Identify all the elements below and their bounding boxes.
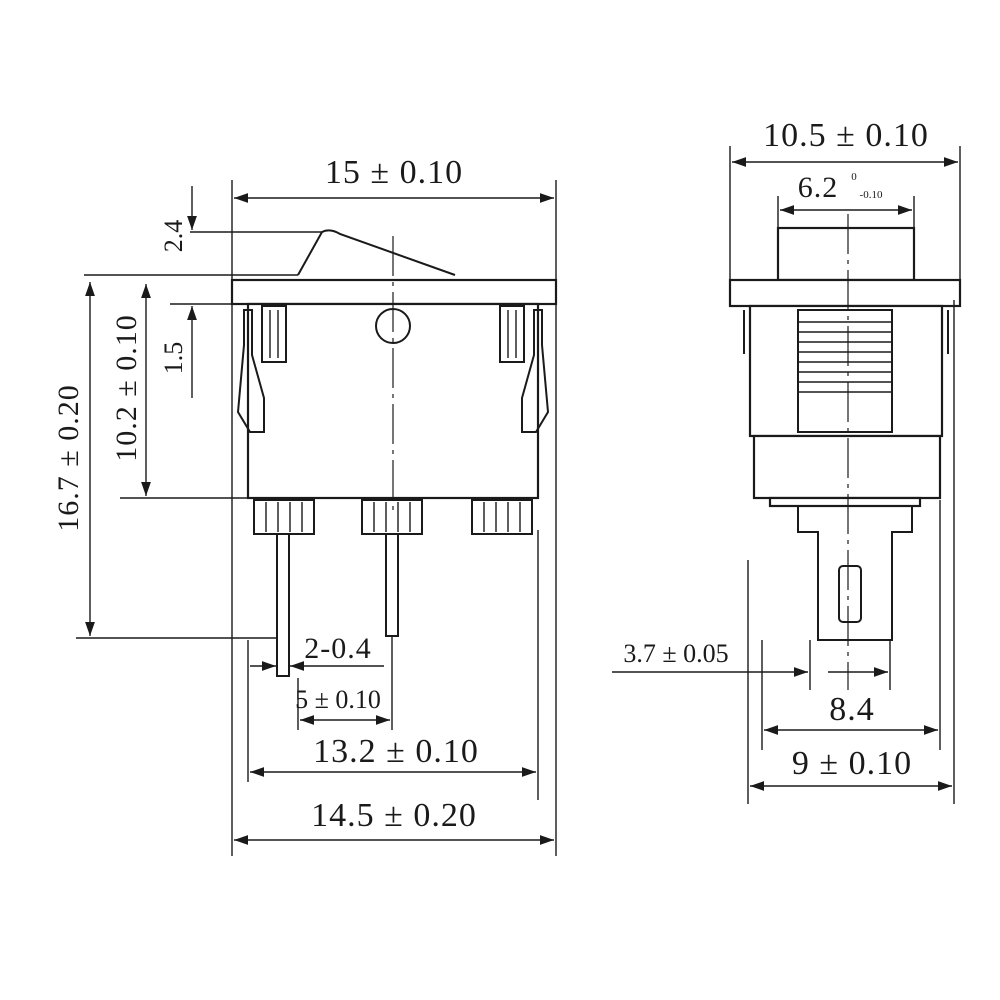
terminal-pin-center (385, 533, 399, 637)
dim-width-top: 15 ± 0.10 (325, 154, 463, 191)
rocker-actuator (297, 229, 456, 276)
dim-terminal-thickness: 2-0.4 (304, 632, 372, 665)
indicator-hole (375, 308, 411, 344)
side-lower-housing (752, 434, 942, 500)
side-flange (728, 278, 962, 308)
dim-flange-width: 10.5 ± 0.10 (763, 117, 929, 154)
side-base (768, 496, 922, 508)
dim-rocker-tol-upper: 0 (851, 171, 857, 183)
dim-rocker-tol-lower: -0.10 (860, 189, 883, 201)
terminal-bases (253, 499, 533, 535)
side-extension-lines (729, 146, 961, 804)
dim-overall-height: 16.7 ± 0.20 (52, 384, 85, 531)
dim-body-width: 13.2 ± 0.10 (313, 733, 479, 770)
side-terminal-slot (838, 565, 862, 623)
dim-clip-width: 14.5 ± 0.20 (311, 797, 477, 834)
dim-rocker-height: 2.4 (159, 220, 188, 253)
side-upper-housing (748, 304, 944, 438)
dim-rocker-width: 6.2 (798, 171, 839, 204)
side-ribbed-block (797, 309, 893, 433)
left-snap-clip (236, 305, 287, 433)
front-view: 15 ± 0.10 2.4 1.5 10.2 ± 0.10 16.7 ± 0.2… (52, 154, 558, 856)
dim-body-height: 10.2 ± 0.10 (110, 314, 143, 461)
dim-terminal-pitch: 5 ± 0.10 (295, 685, 381, 714)
dim-terminal-width: 3.7 ± 0.05 (623, 639, 728, 668)
front-flange (230, 278, 558, 306)
side-rocker (776, 226, 916, 282)
front-extension-lines (76, 180, 557, 856)
side-dimension-lines (612, 157, 958, 791)
front-dimension-lines (85, 186, 554, 845)
dim-flange-thickness: 1.5 (159, 342, 188, 375)
terminal-pin-left (276, 533, 290, 677)
dim-side-body-width: 8.4 (829, 691, 875, 728)
side-view: 10.5 ± 0.10 6.2 0 -0.10 3.7 ± 0.05 8.4 9… (612, 117, 962, 804)
dim-side-clip-width: 9 ± 0.10 (792, 745, 912, 782)
side-terminal (797, 506, 913, 641)
right-snap-clip (499, 305, 550, 433)
